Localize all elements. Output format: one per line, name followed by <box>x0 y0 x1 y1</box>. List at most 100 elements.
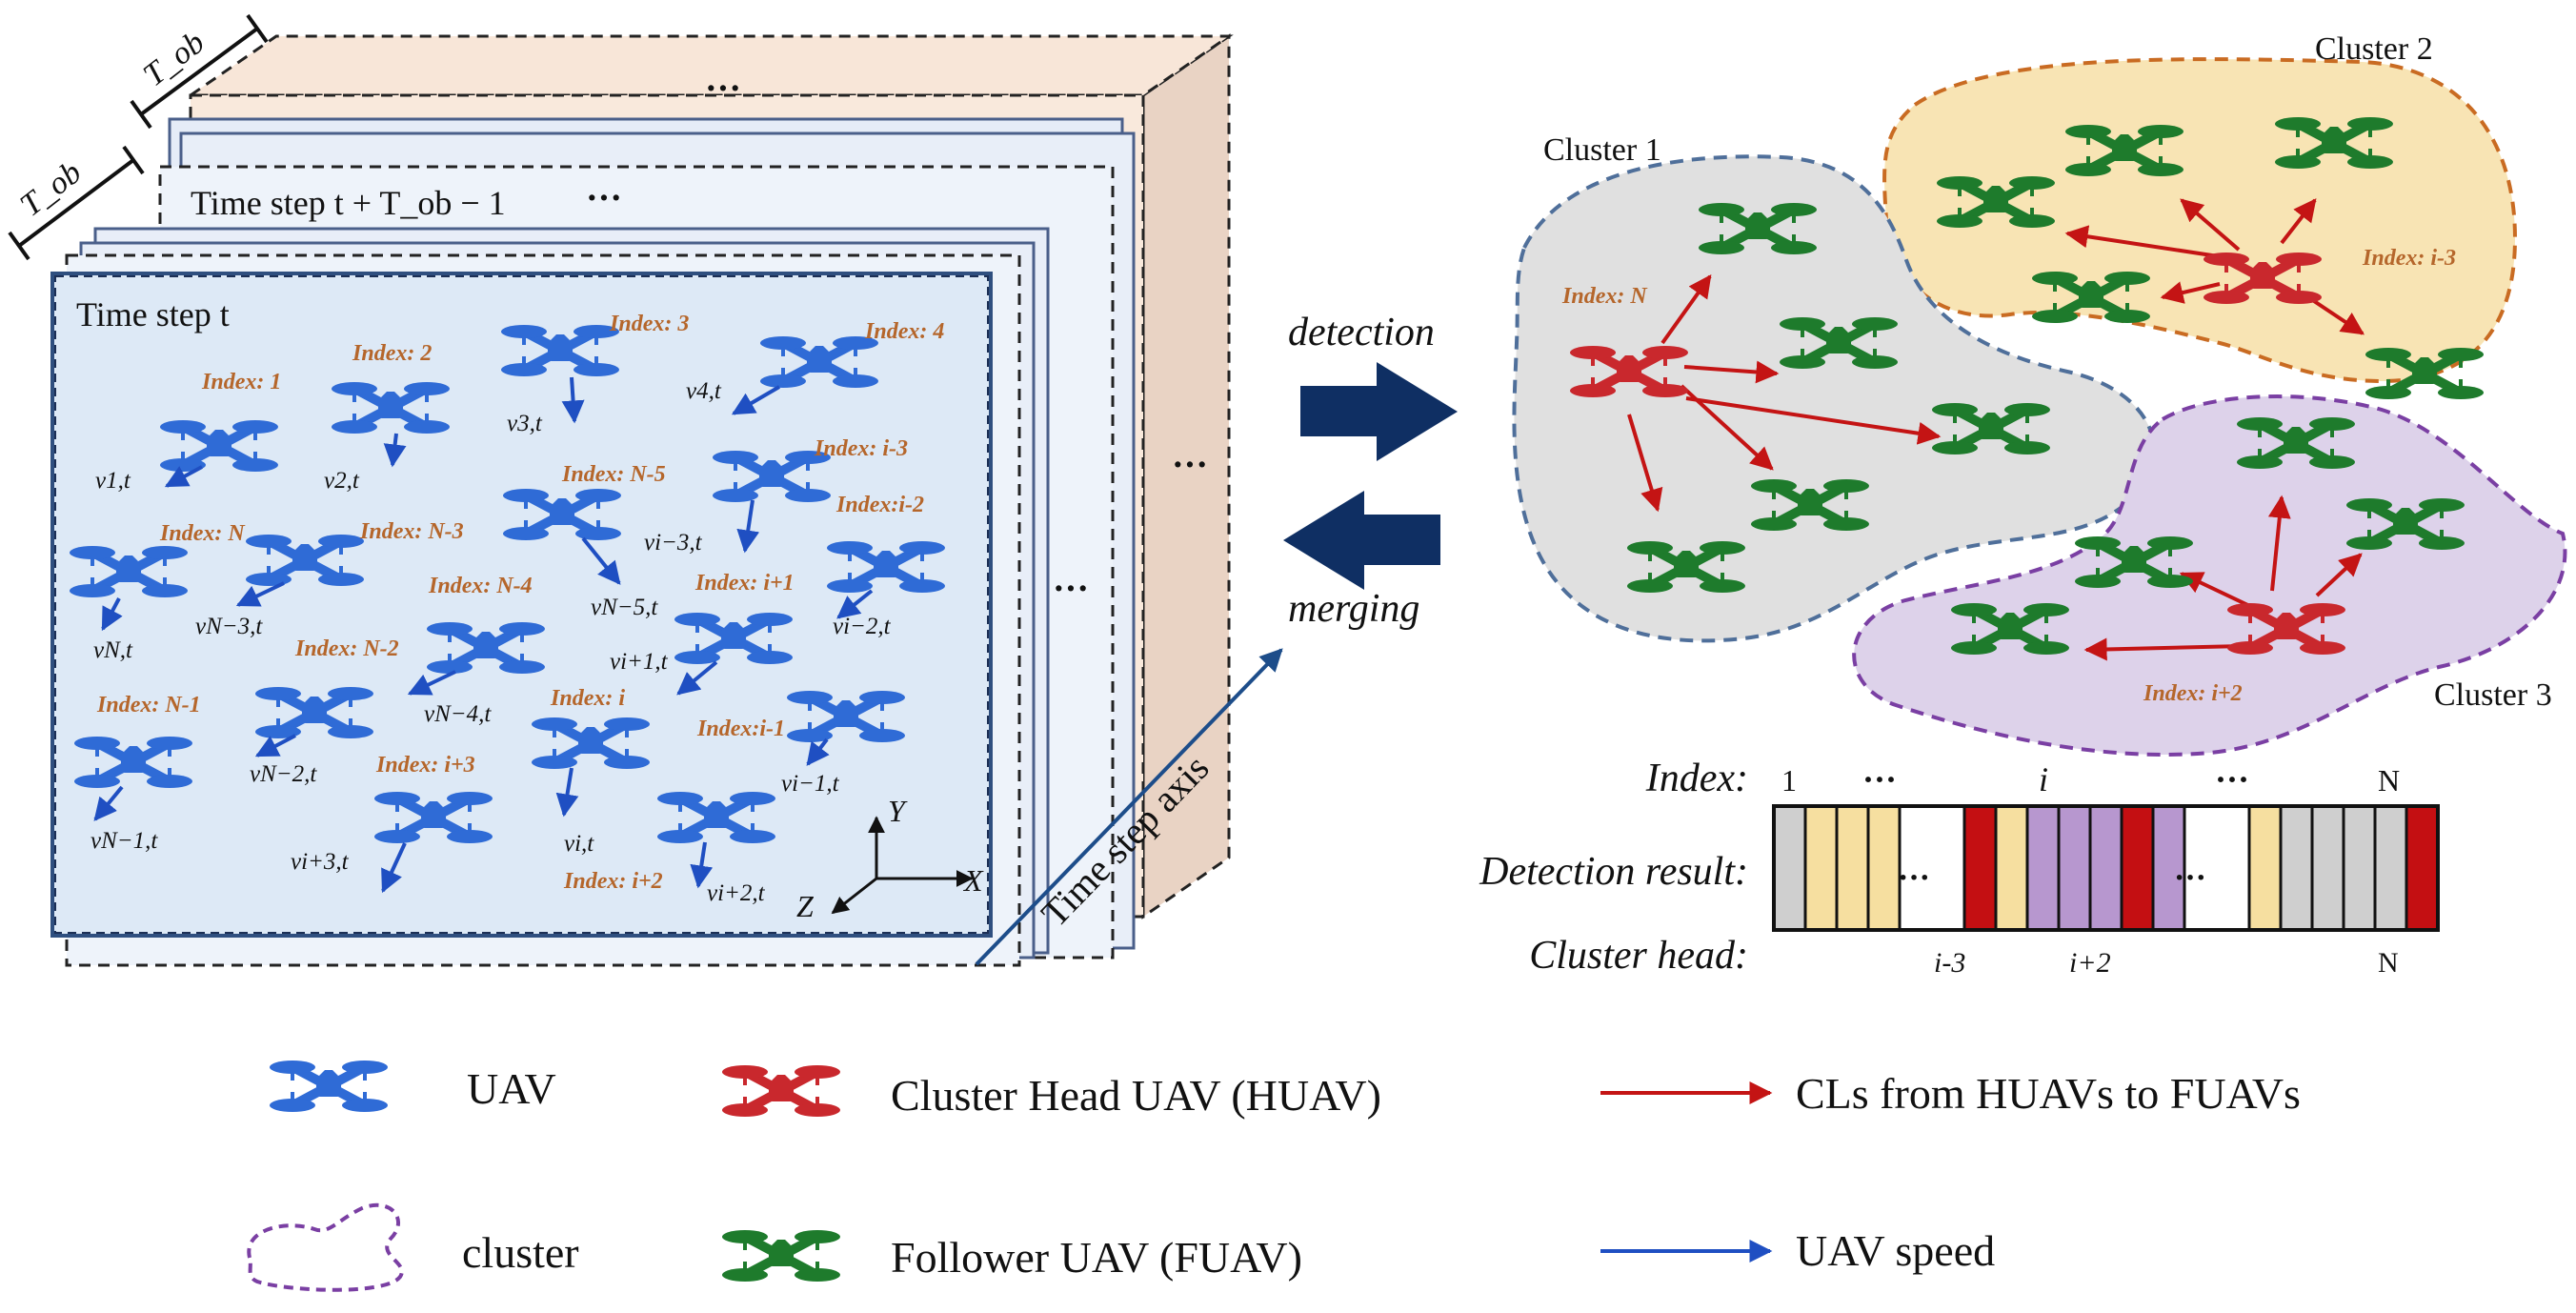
uav-index-label: Index: i+2 <box>563 869 663 894</box>
uav-index-label: Index: 1 <box>201 370 281 394</box>
detection-cell-gray <box>2310 804 2345 932</box>
detection-cell-yellow <box>1803 804 1839 932</box>
uav-speed-label: vi,t <box>564 831 594 857</box>
cluster-2-head-label: Index: i-3 <box>2362 246 2456 271</box>
cell-dots: ··· <box>2174 860 2206 896</box>
detection-cell-yellow <box>1994 804 2029 932</box>
uav-i-1: Index:i-1 vi−1,t <box>696 691 905 797</box>
uav-index-label: Index: 4 <box>864 319 944 344</box>
cell-dots: ··· <box>1898 860 1930 896</box>
uav-index-label: Index: i+3 <box>375 753 475 778</box>
uav-speed-label: vi+1,t <box>610 649 669 675</box>
cluster-2-label: Cluster 2 <box>2315 31 2433 67</box>
uav-3: Index: 3 v3,t <box>501 312 689 436</box>
detection-cell-gray <box>2373 804 2408 932</box>
cluster-3-head-label: Index: i+2 <box>2143 681 2243 706</box>
frame-front-label: Time step t <box>76 295 230 333</box>
uav-speed-label: vN−4,t <box>424 701 492 727</box>
legend-fuav-icon <box>722 1230 840 1282</box>
uav-speed-label: v3,t <box>507 411 543 436</box>
uav-i+1: Index: i+1 vi+1,t <box>610 571 795 696</box>
uav-i+3: Index: i+3 vi+3,t <box>291 753 493 894</box>
frame-back-label: Time step t + T_ob − 1 <box>191 184 506 222</box>
uav-i: Index: i vi,t <box>532 686 650 857</box>
uav-speed-label: v2,t <box>324 468 360 494</box>
cluster-1-head-label: Index: N <box>1561 284 1648 309</box>
uav-speed-label: vi+2,t <box>707 880 766 906</box>
cluster-1-region <box>1512 154 2157 643</box>
stack-dots: ··· <box>586 178 622 218</box>
stack-dots: ··· <box>1053 569 1089 609</box>
uav-N: Index: N vN,t <box>70 521 246 663</box>
index-mark-dots: ··· <box>1862 760 1897 798</box>
detection-label: detection <box>1288 311 1435 354</box>
detection-cell-gray <box>1772 804 1807 932</box>
period-marker-mid <box>8 145 145 261</box>
uav-index-label: Index: N <box>159 521 246 546</box>
uav-index-label: Index: i-3 <box>814 436 908 461</box>
uav-1: Index: 1 v1,t <box>95 370 281 494</box>
legend-speed-label: UAV speed <box>1796 1226 1995 1275</box>
merging-label: merging <box>1288 587 1419 631</box>
index-mark-dots: ··· <box>2215 760 2249 798</box>
uav-speed-label: vi+3,t <box>291 849 350 875</box>
swarm-uavs: Index: 1 v1,t Index: 2 v2,t Index: 3 v3,… <box>70 312 945 906</box>
frame-time-t <box>50 272 993 938</box>
index-mark-first: 1 <box>1781 763 1797 798</box>
stack-dots: ··· <box>705 69 741 109</box>
uav-i-2: Index:i-2 vi−2,t <box>827 493 945 639</box>
detection-cell-yellow <box>2247 804 2283 932</box>
clusters: Cluster 1 Cluster 2 Cluster 3 Index: N <box>1512 31 2567 757</box>
detection-cell-purple <box>2088 804 2123 932</box>
uav-i-3: Index: i-3 vi−3,t <box>644 436 908 556</box>
uav-index-label: Index: N-5 <box>561 462 666 487</box>
period-label-top: T_ob <box>137 25 211 93</box>
stack-dots: ··· <box>1172 445 1208 485</box>
detection-cell-gray <box>2279 804 2314 932</box>
detection-row-label: Detection result: <box>1479 850 1748 894</box>
detection-cell-purple <box>2025 804 2061 932</box>
detection-cell-yellow <box>1866 804 1902 932</box>
detection-cells <box>1772 804 2440 932</box>
uav-N-4: Index: N-4 vN−4,t <box>407 574 545 727</box>
uav-N-3: Index: N-3 vN−3,t <box>195 519 464 639</box>
cluster-1-label: Cluster 1 <box>1543 132 1661 168</box>
uav-index-label: Index: N-3 <box>359 519 464 544</box>
cluster-2-links <box>2064 198 2365 335</box>
process-arrows: detection merging <box>1283 311 1458 631</box>
axis-z-label: Z <box>796 889 815 923</box>
cluster-3-region <box>1852 394 2567 757</box>
uav-N-5: Index: N-5 vN−5,t <box>503 462 666 620</box>
uav-4: Index: 4 v4,t <box>686 319 944 415</box>
detection-result-table: Index: Detection result: Cluster head: 1… <box>1479 757 2440 979</box>
index-mark-last: N <box>2378 763 2400 798</box>
uav-index-label: Index: N-4 <box>428 574 533 598</box>
uav-index-label: Index:i-2 <box>835 493 924 517</box>
uav-index-label: Index: i <box>550 686 625 711</box>
uav-index-label: Index: N-1 <box>96 693 201 717</box>
uav-i+2: Index: i+2 vi+2,t <box>563 792 775 906</box>
uav-index-label: Index: 2 <box>352 341 432 366</box>
period-marker-top <box>130 13 269 130</box>
index-mark-middle: i <box>2039 760 2048 798</box>
uav-speed-label: vN−1,t <box>91 828 158 854</box>
uav-speed-label: v1,t <box>95 468 131 494</box>
detection-cell-purple <box>2151 804 2186 932</box>
axis-y-label: Y <box>888 794 908 828</box>
detection-cell-red <box>2120 804 2155 932</box>
legend-cluster-label: cluster <box>462 1228 579 1277</box>
frame-time-t-border <box>54 275 989 934</box>
uav-speed-label: vN−5,t <box>591 595 658 620</box>
detection-cell-purple <box>2057 804 2092 932</box>
merging-arrow <box>1283 491 1440 590</box>
uav-speed-label: vN−3,t <box>195 614 263 639</box>
uav-speed-label: vi−3,t <box>644 530 703 556</box>
legend-cl-label: CLs from HUAVs to FUAVs <box>1796 1069 2301 1118</box>
legend-huav-label: Cluster Head UAV (HUAV) <box>891 1071 1381 1120</box>
detection-cells-border <box>1772 804 2440 932</box>
cluster-3-label: Cluster 3 <box>2434 677 2552 713</box>
uav-speed-label: v4,t <box>686 378 722 404</box>
legend-cluster-shape <box>247 1202 404 1292</box>
uav-index-label: Index: 3 <box>609 312 689 336</box>
